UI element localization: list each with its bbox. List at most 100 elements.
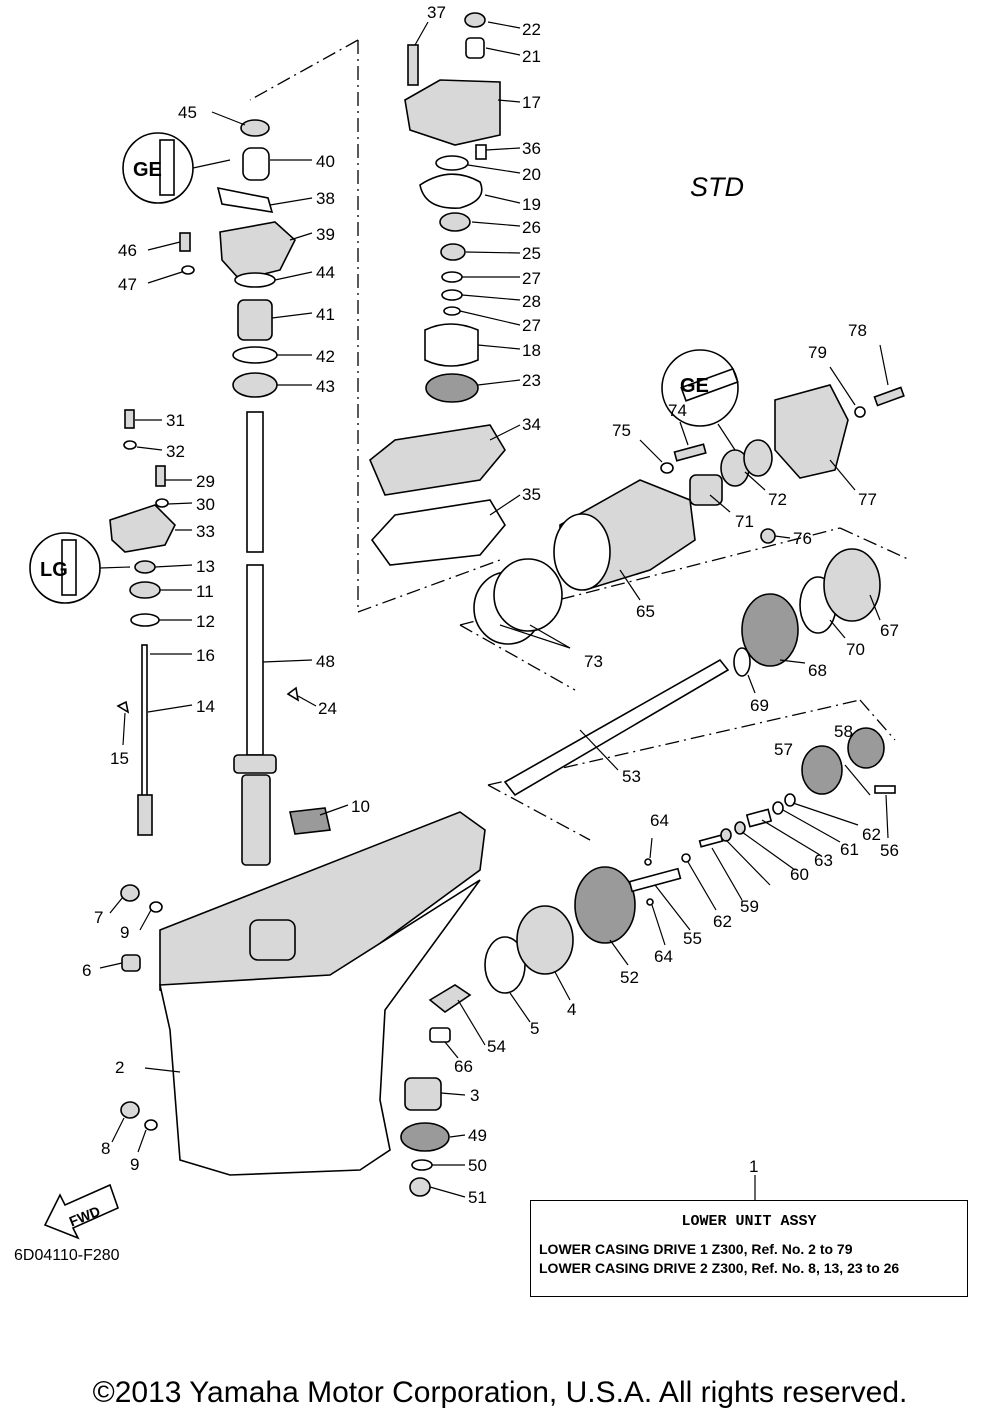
callout: 42 [316, 347, 335, 366]
part-4-bearing[interactable] [516, 905, 574, 975]
part-37-bolt[interactable] [407, 44, 419, 86]
part-12-o-ring[interactable] [130, 613, 160, 627]
part-35-gasket[interactable] [370, 499, 506, 566]
exploded-parts-diagram: GE LG GE FWD [29, 3, 911, 1240]
part-7-plug[interactable] [120, 884, 140, 902]
part-43-bearing[interactable] [232, 372, 278, 398]
part-68-reverse-gear[interactable] [741, 593, 799, 667]
part-2-lower-casing[interactable] [159, 879, 481, 1176]
part-67-bearing[interactable] [823, 548, 881, 622]
part-18-pump-cup[interactable] [424, 323, 479, 367]
part-17-pump-housing[interactable] [404, 79, 501, 146]
drive-shaft-spline [241, 774, 271, 866]
pinion-group [400, 866, 636, 1197]
part-52-forward-gear[interactable] [574, 866, 636, 944]
part-14-shift-rod[interactable] [141, 644, 148, 806]
housing-front-bore [553, 513, 611, 591]
part-58-spring[interactable] [847, 727, 885, 769]
callout: 55 [683, 929, 702, 948]
part-64-ball[interactable] [644, 858, 652, 866]
part-62-washer-b[interactable] [784, 793, 796, 807]
part-21-collar[interactable] [465, 37, 485, 59]
callout: 22 [522, 20, 541, 39]
part-3-bearing[interactable] [404, 1077, 442, 1111]
assembly-info-box: LOWER UNIT ASSY LOWER CASING DRIVE 1 Z30… [530, 1200, 968, 1297]
part-76-plug[interactable] [760, 528, 776, 544]
grease-icon: GE [122, 132, 231, 204]
callout: 66 [454, 1057, 473, 1076]
part-41-bearing[interactable] [237, 299, 273, 341]
part-9-gasket-lower[interactable] [144, 1119, 158, 1131]
part-48-drive-shaft-lower[interactable] [246, 564, 264, 756]
callout: 43 [316, 377, 335, 396]
part-27-gasket[interactable] [441, 271, 463, 283]
part-53-propeller-shaft[interactable] [503, 658, 730, 797]
callout: 18 [522, 341, 541, 360]
part-13-seal[interactable] [134, 560, 156, 574]
part-39-housing[interactable] [219, 221, 296, 281]
part-20-o-ring[interactable] [435, 155, 469, 171]
part-64-ball-lower[interactable] [646, 898, 654, 906]
callout: 39 [316, 225, 335, 244]
part-75-washer[interactable] [660, 462, 674, 474]
part-30-washer[interactable] [155, 498, 169, 508]
part-78-bolt[interactable] [873, 386, 905, 407]
part-23-impeller[interactable] [425, 373, 479, 403]
callout: 14 [196, 697, 215, 716]
part-74-bolt[interactable] [673, 443, 707, 462]
part-56-pin[interactable] [874, 785, 896, 794]
part-24-key[interactable] [286, 686, 300, 702]
part-25-seal[interactable] [440, 243, 466, 261]
part-22-grommet[interactable] [464, 12, 486, 28]
part-61-washer[interactable] [772, 801, 784, 815]
part-72-seal-b[interactable] [743, 439, 773, 477]
part-26-insert[interactable] [439, 212, 471, 232]
part-55-plunger[interactable] [628, 867, 682, 893]
part-28-plate[interactable] [441, 289, 463, 301]
part-63-spring[interactable] [745, 808, 773, 828]
callout: 33 [196, 522, 215, 541]
part-59-pin[interactable] [698, 834, 724, 848]
part-9-gasket[interactable] [149, 901, 163, 913]
part-66-sleeve[interactable] [429, 1027, 451, 1043]
part-32-washer[interactable] [123, 440, 137, 450]
callout: 58 [834, 722, 853, 741]
part-79-washer[interactable] [854, 406, 866, 418]
part-69-shim[interactable] [733, 647, 751, 677]
part-54-cam[interactable] [428, 984, 472, 1013]
part-48-drive-shaft-upper[interactable] [246, 411, 264, 553]
part-51-nut[interactable] [409, 1177, 431, 1197]
part-34-outer-plate[interactable] [369, 424, 506, 496]
part-8-plug[interactable] [120, 1101, 140, 1119]
part-10-anode[interactable] [289, 807, 331, 835]
part-38-plate[interactable] [216, 186, 274, 213]
part-60-washer-b[interactable] [734, 821, 746, 835]
part-71-bearing[interactable] [689, 474, 723, 506]
part-29-bolt[interactable] [155, 465, 166, 487]
callout: 36 [522, 139, 541, 158]
part-57-dog-clutch[interactable] [801, 745, 843, 795]
part-60-washer[interactable] [720, 828, 732, 842]
part-42-shim[interactable] [232, 346, 278, 364]
part-62-washer[interactable] [681, 853, 691, 863]
part-36-pin[interactable] [475, 144, 487, 160]
part-40-oil-seals[interactable] [242, 147, 270, 181]
part-19-seal[interactable] [419, 173, 483, 209]
part-46-bolt[interactable] [179, 232, 191, 252]
part-27-gasket-lower[interactable] [443, 306, 461, 316]
part-49-pinion[interactable] [400, 1122, 450, 1152]
part-50-washer[interactable] [411, 1159, 433, 1171]
callout: 10 [351, 797, 370, 816]
callout: 23 [522, 371, 541, 390]
part-31-bolt[interactable] [124, 409, 135, 429]
part-6-collar[interactable] [121, 954, 141, 972]
part-11-bush[interactable] [129, 581, 161, 599]
part-33-bracket[interactable] [109, 504, 176, 553]
part-47-washer[interactable] [181, 265, 195, 275]
part-73-o-ring-b[interactable] [493, 558, 563, 632]
callout: 64 [650, 811, 669, 830]
part-45-seal[interactable] [240, 119, 270, 137]
part-77-cover[interactable] [774, 384, 849, 479]
part-44-o-ring[interactable] [234, 272, 276, 288]
part-15-clip[interactable] [116, 700, 130, 714]
